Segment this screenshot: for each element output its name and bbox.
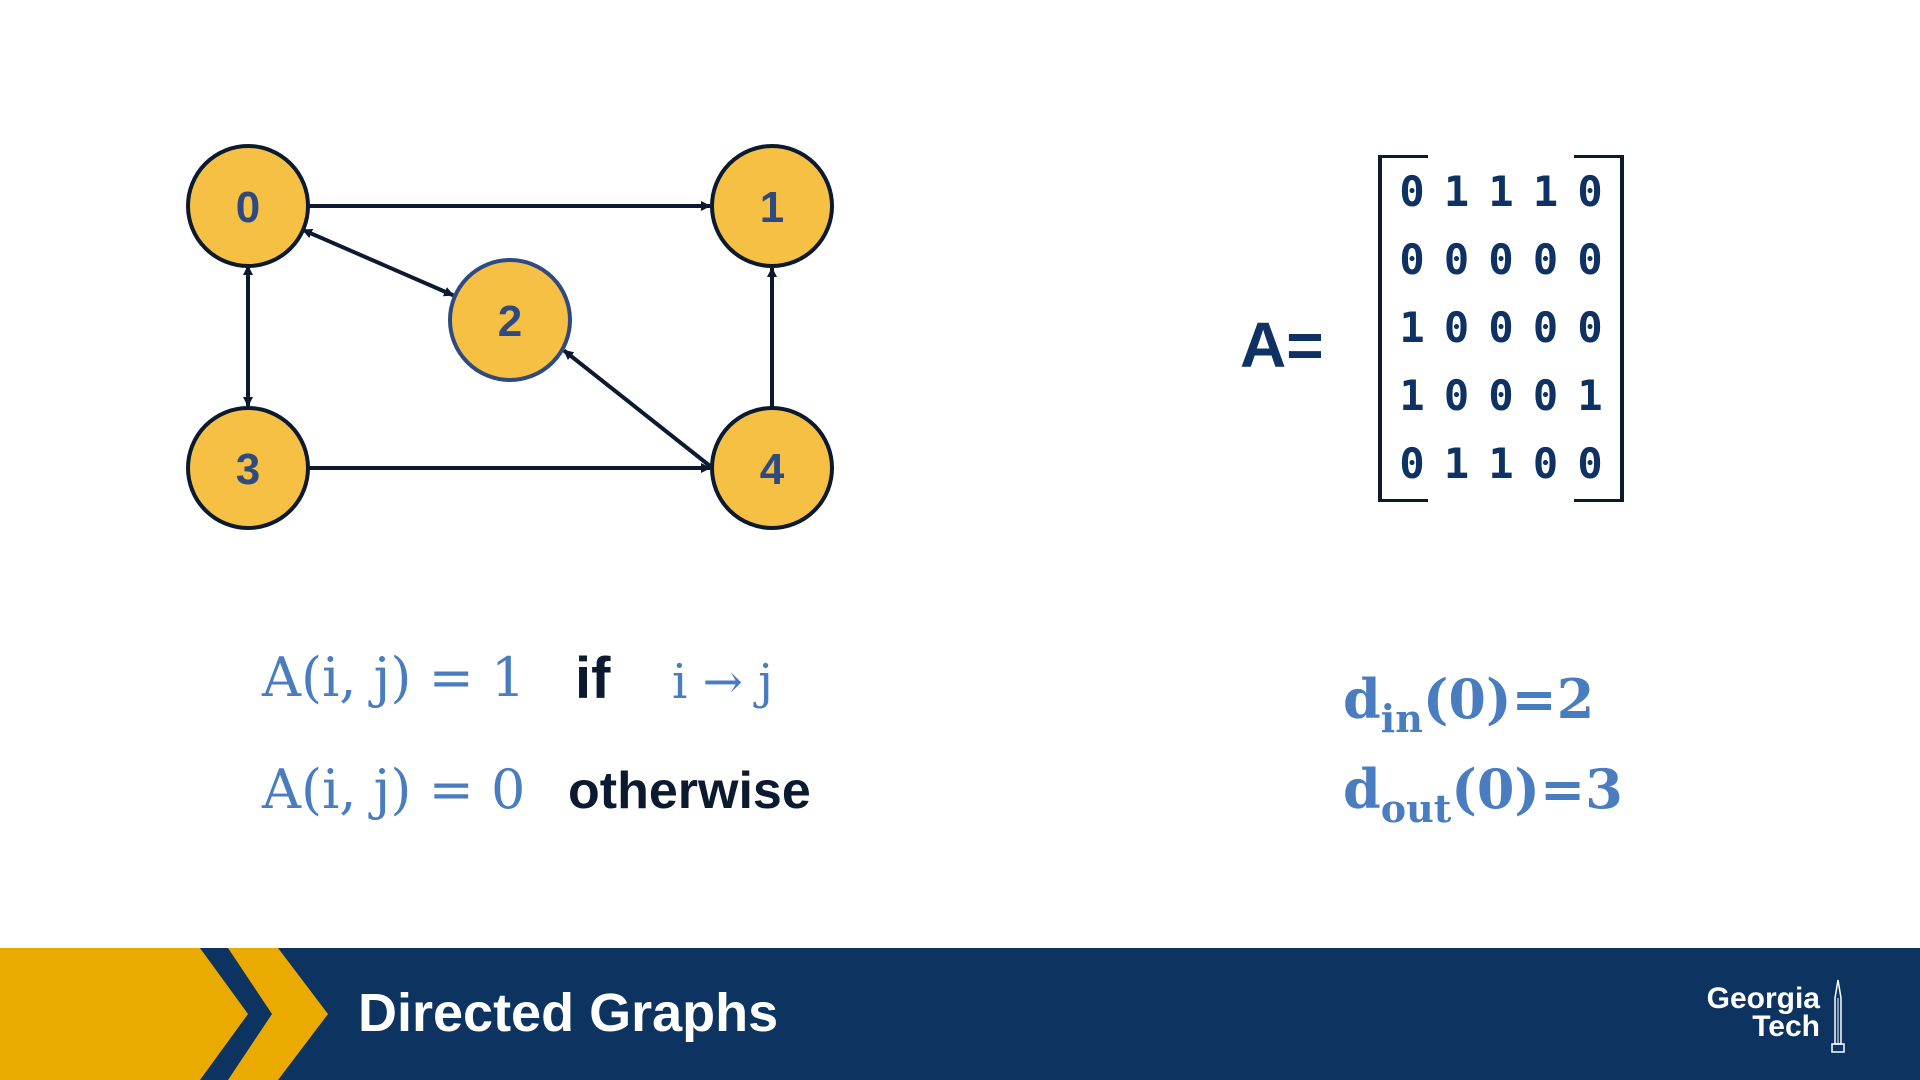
- nodes-layer: 0 1 2 3 4: [186, 144, 834, 530]
- out-degree-value: (0)=3: [1451, 757, 1623, 821]
- matrix-row: 0 1 1 0 0: [1378, 430, 1624, 498]
- node-circle: [448, 258, 572, 382]
- node-circle: [186, 406, 310, 530]
- matrix-cell: 0: [1488, 371, 1514, 420]
- matrix-cell: 0: [1577, 303, 1603, 352]
- node-label: 0: [236, 183, 260, 232]
- definition-formula-2: A(i, j) = 0: [262, 758, 526, 821]
- node-circle: [186, 144, 310, 268]
- matrix-cell: 1: [1488, 439, 1514, 488]
- matrix-cell: 0: [1488, 235, 1514, 284]
- slide-title: Directed Graphs: [358, 983, 779, 1043]
- matrix-cell: 0: [1443, 371, 1470, 420]
- edges-layer: [243, 201, 777, 473]
- matrix-row: 0 0 0 0 0: [1378, 226, 1624, 294]
- matrix-row: 0 1 1 1 0: [1378, 158, 1624, 226]
- out-degree-d: d: [1343, 757, 1381, 821]
- matrix-cell: 0: [1399, 439, 1425, 488]
- matrix-cell: 1: [1399, 303, 1425, 352]
- definition-condition: i → j: [672, 654, 773, 710]
- node-2: 2: [448, 258, 572, 382]
- matrix-cell: 1: [1399, 371, 1425, 420]
- matrix-cell: 0: [1399, 167, 1425, 216]
- node-label: 3: [236, 445, 260, 494]
- matrix-cell: 0: [1488, 303, 1514, 352]
- footer-banner: Directed Graphs Georgia Tech: [0, 948, 1920, 1080]
- matrix-cell: 0: [1532, 371, 1559, 420]
- matrix-cell: 0: [1443, 303, 1470, 352]
- matrix-cell: 0: [1399, 235, 1425, 284]
- node-label: 1: [760, 183, 784, 232]
- matrix-cell: 1: [1577, 371, 1603, 420]
- node-4: 4: [710, 406, 834, 530]
- chevron-arrow-icon: [0, 948, 328, 1080]
- node-3: 3: [186, 406, 310, 530]
- definition-formula-1: A(i, j) = 1: [262, 646, 526, 709]
- matrix-cell: 1: [1443, 167, 1470, 216]
- in-degree-subscript: in: [1380, 696, 1423, 741]
- matrix-cell: 0: [1577, 439, 1603, 488]
- tech-tower-icon: [1831, 979, 1845, 1053]
- matrix-left-bracket: [1378, 155, 1428, 502]
- node-1: 1: [710, 144, 834, 268]
- node-label: 2: [498, 297, 522, 346]
- node-circle: [710, 406, 834, 530]
- matrix-cell: 1: [1532, 167, 1559, 216]
- in-degree-formula: din(0)=2: [1343, 672, 1594, 738]
- definition-word-otherwise: otherwise: [568, 762, 811, 820]
- logo-text-tech: Tech: [1752, 1010, 1820, 1043]
- adjacency-matrix: A= 0 1 1 1 0 0 0 0 0 0 1 0 0 0: [1240, 155, 1640, 505]
- definition-word-if: if: [575, 646, 611, 711]
- matrix-cell: 0: [1532, 439, 1559, 488]
- matrix-right-bracket: [1574, 155, 1624, 502]
- matrix-cell: 1: [1488, 167, 1514, 216]
- matrix-label: A=: [1240, 309, 1324, 381]
- georgia-tech-logo: Georgia Tech: [1650, 978, 1850, 1058]
- node-0: 0: [186, 144, 310, 268]
- matrix-cell: 0: [1443, 235, 1470, 284]
- node-label: 4: [760, 445, 785, 494]
- matrix-cell: 0: [1532, 303, 1559, 352]
- logo-text-georgia: Georgia: [1706, 982, 1820, 1015]
- matrix-row: 1 0 0 0 0: [1378, 294, 1624, 362]
- matrix-cell: 1: [1443, 439, 1470, 488]
- in-degree-value: (0)=2: [1422, 667, 1595, 731]
- out-degree-formula: dout(0)=3: [1343, 762, 1623, 828]
- matrix-cell: 0: [1532, 235, 1559, 284]
- matrix-row: 1 0 0 0 1: [1378, 362, 1624, 430]
- in-degree-d: d: [1343, 667, 1381, 731]
- matrix-cell: 0: [1577, 167, 1603, 216]
- edge-0-2: [302, 228, 455, 298]
- matrix-grid: 0 1 1 1 0 0 0 0 0 0 1 0 0 0 0 1: [1378, 155, 1624, 502]
- out-degree-subscript: out: [1380, 786, 1452, 831]
- edge-4-2: [562, 348, 712, 468]
- node-circle: [710, 144, 834, 268]
- matrix-cell: 0: [1577, 235, 1603, 284]
